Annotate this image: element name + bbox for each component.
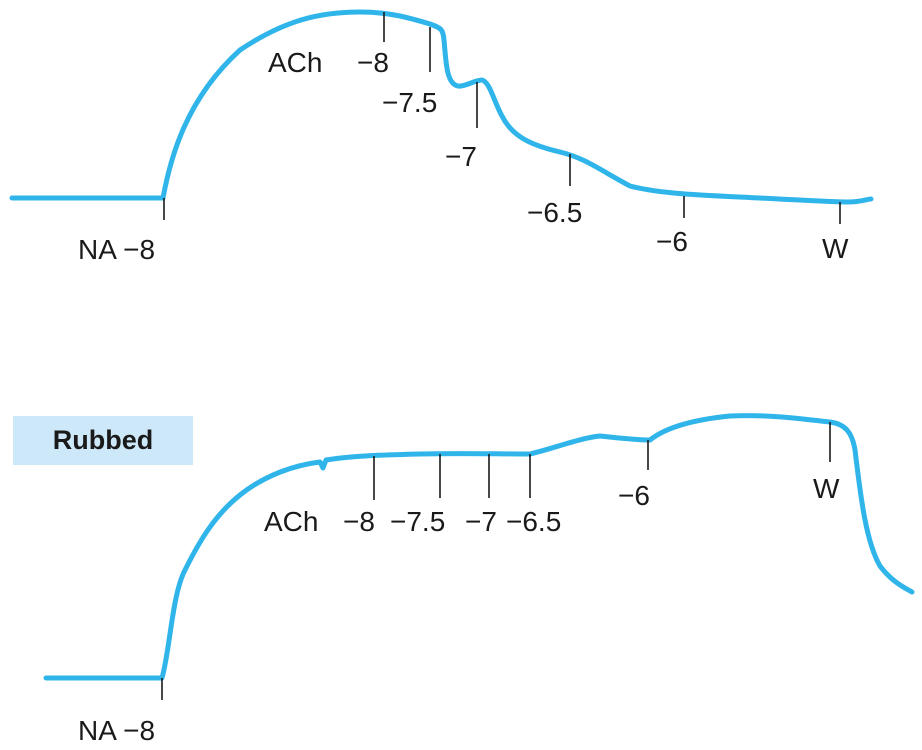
- top-panel: NA −8 ACh −8 −7.5 −7 −6.5 −6 W: [9, 9, 874, 265]
- label-na: NA −8: [78, 234, 155, 265]
- label-m6-5: −6.5: [527, 197, 582, 228]
- rubbed-badge-label: Rubbed: [53, 425, 154, 455]
- label-w-b: W: [813, 473, 840, 504]
- bottom-trace: [43, 413, 915, 681]
- label-m8-b: −8: [343, 506, 375, 537]
- label-m7-5-b: −7.5: [390, 506, 445, 537]
- rubbed-badge: [13, 416, 193, 465]
- label-m7-5: −7.5: [382, 87, 437, 118]
- label-m7-b: −7: [465, 506, 497, 537]
- label-m7: −7: [445, 141, 477, 172]
- label-m6-5-b: −6.5: [506, 506, 561, 537]
- label-m6-b: −6: [618, 480, 650, 511]
- top-trace: [9, 9, 874, 205]
- label-na-b: NA −8: [78, 715, 155, 746]
- label-w: W: [822, 233, 849, 264]
- label-ach-b: ACh: [264, 506, 318, 537]
- bottom-panel: Rubbed NA −8 ACh −8 −7.5 −7 −6.5 −6 W: [13, 413, 915, 746]
- label-ach: ACh: [268, 47, 322, 78]
- label-m8: −8: [357, 47, 389, 78]
- label-m6: −6: [656, 226, 688, 257]
